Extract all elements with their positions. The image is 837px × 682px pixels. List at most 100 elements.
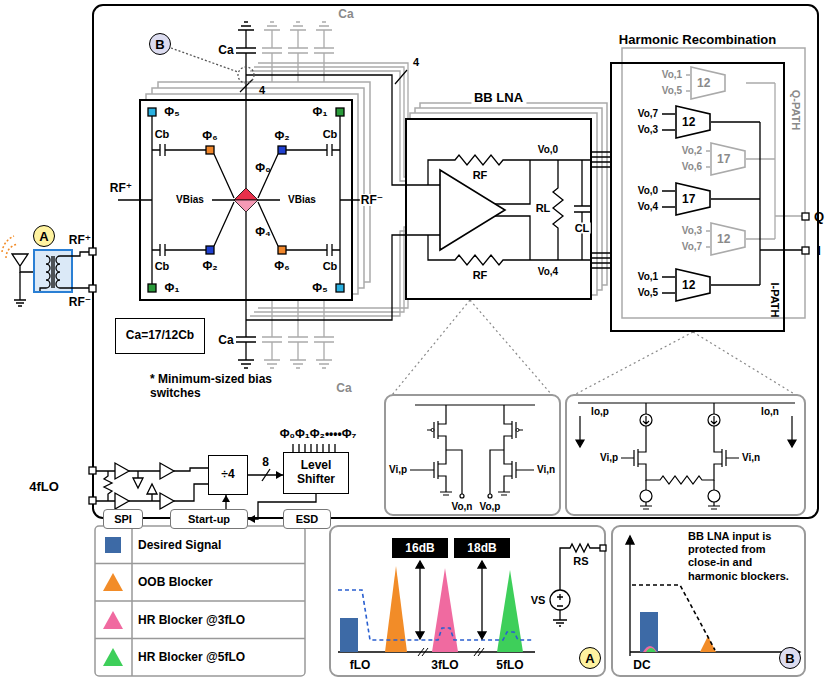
lna-stack [405,103,607,300]
mixer-core-part [234,188,258,200]
node-text: ÷4 [221,468,234,482]
signal-label: Vo,3 [638,125,658,135]
mixer-core-part [118,100,360,300]
lna-core [405,155,592,265]
bus-width-label: 8 [261,456,270,468]
signal-label: fLO [350,659,371,671]
signal-label: I [817,244,821,257]
inset-recombination-cell-part [621,403,739,458]
inset-amplifier-core-part [427,416,446,444]
note-text: BB LNA input is protected from close-in … [688,530,800,583]
amplifier-block: 12 [710,222,746,256]
signal-label: Φ₂ [274,130,289,142]
inset-leaders [392,300,796,395]
block-frame: BB LNA [405,118,592,300]
signal-label: Φ₆ [274,260,289,272]
signal-label: Vo,7 [682,242,702,252]
inset-recombination-cell-part [708,490,720,502]
signal-label: 4 [413,57,419,68]
tag-box: Start-up [170,509,248,529]
spectrum-panel-a-part [550,590,570,610]
node-text: Start-up [188,514,230,525]
signal-label: Io,n [761,407,779,417]
block-frame: Harmonic Recombination121217171212 [610,62,785,332]
lna-core-part [440,170,505,250]
signal-label: Ca [218,44,233,56]
connector [222,495,230,509]
node-text: B [785,651,794,666]
antenna-balun-part [89,248,96,255]
inset-amplifier-core-part [460,494,464,498]
signal-label: Vo,5 [638,288,658,298]
node-text: ESD [296,514,319,525]
legend-table-part [95,526,305,676]
signal-label: Ca [338,8,353,20]
signal-label: Cb [155,129,170,140]
mixer-core-part [236,22,256,100]
amplifier-block: 12 [675,268,711,302]
value-tag: 18dB [454,538,510,558]
mixer-core-part [278,146,286,154]
signal-label: Φ₁ [313,106,328,118]
inset-amplifier-core-part [440,450,510,495]
spectrum-panel-a-part [478,561,486,568]
signal-label: Vo,6 [682,162,702,172]
signal-label: VBias [288,195,316,205]
arrow-head [248,515,255,523]
signal-label: RF⁺ [110,182,132,194]
mixer-core-part [336,108,344,116]
amplifier-block: 12 [675,105,711,139]
inset-recombination-cell-part [627,444,646,472]
cap-bank-grey-part [288,22,308,88]
note-text: * Minimum-sized bias switches [150,372,280,401]
spectrum-panel-a-part [416,561,424,568]
legend-swatch [101,646,125,668]
recombination-wires-part [802,213,809,220]
inset-amplifier-core-part [385,395,560,515]
inset-recombination-cell-part [714,444,733,472]
spectrum-panel-b-part [643,646,657,652]
inset-recombination-cell-part [643,416,717,424]
connector-line [592,152,610,268]
signal-label: VBias [176,195,204,205]
signal-label: Cb [323,129,338,140]
recombination-wires [622,48,809,318]
amplifier-block: 12 [690,66,726,100]
inset-amplifier-core [385,395,560,515]
legend-swatch [101,534,125,556]
signal-label: Vi,n [742,453,760,463]
lna-core-part [495,160,592,260]
node-text: B [155,37,164,52]
spectrum-panel-a-part [420,566,482,634]
signal-label: Vo,0 [638,186,658,196]
spectrum-panel-a-part [553,544,600,626]
signal-label: RF⁻ [69,296,91,308]
signal-label: Vo,1 [662,70,682,80]
antenna-balun-part [89,285,96,292]
cap-bank-grey-part [314,22,334,82]
amplifier-outline [676,269,710,301]
signal-label: Cb [155,261,170,272]
signal-label: Q-PATH [790,90,801,131]
mixer-core-part [152,144,234,198]
signal-label: I-PATH [769,282,780,317]
inset-recombination-cell-part [788,440,796,447]
node-text: A [585,651,594,666]
clock-chain-part [129,471,160,501]
callout-circle: B [149,33,171,55]
callout-circle: B [779,647,801,669]
mixer-core-part [246,75,405,320]
recombination-wires-part [662,114,802,293]
lna-stack-part [405,118,592,300]
inset-amplifier-core-part [504,456,523,484]
inset-amplifier-core-part [504,416,523,444]
signal-label: Cb [323,261,338,272]
process-box: Ca=17/12Cb [115,318,205,354]
signal-label: 4fLO [29,480,59,493]
signal-label: Vo,0 [538,145,558,155]
block-heading: Harmonic Recombination [616,32,779,47]
signal-label: 3fLO [431,659,458,671]
antenna-balun-part [2,236,18,258]
clock-chain-part [133,478,157,494]
